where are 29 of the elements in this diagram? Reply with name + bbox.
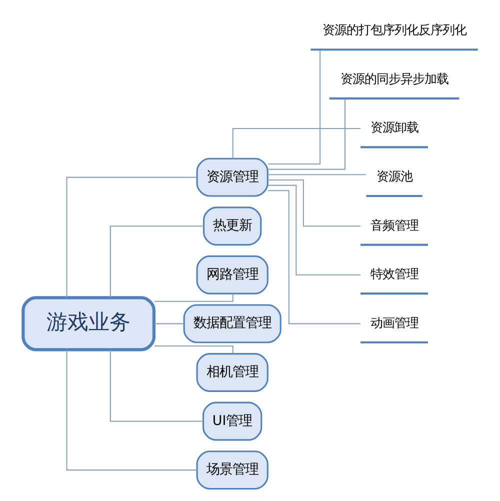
connector xyxy=(267,98,345,170)
node-text: 动画管理 xyxy=(370,314,418,330)
node-text: 音频管理 xyxy=(370,217,418,232)
node-box: 场景管理 xyxy=(196,450,268,490)
connector xyxy=(154,345,233,354)
node-box: UI管理 xyxy=(202,402,262,441)
node-text: 特效管理 xyxy=(370,266,418,282)
node-text: 资源的同步异步加载 xyxy=(340,70,448,86)
connector xyxy=(109,350,203,422)
node-box: 资源管理 xyxy=(196,158,268,197)
node-box: 热更新 xyxy=(202,206,262,246)
connector xyxy=(154,294,233,302)
node-box: 网路管理 xyxy=(196,255,268,294)
connector xyxy=(66,176,196,298)
node-text: 资源卸载 xyxy=(370,120,418,135)
connector xyxy=(267,179,360,227)
connector xyxy=(232,128,360,159)
node-box: 游戏业务 xyxy=(21,296,156,352)
connector xyxy=(267,190,360,324)
connector xyxy=(66,350,196,471)
node-text: 资源的打包序列化反序列化 xyxy=(322,22,466,38)
node-box: 数据配置管理 xyxy=(182,304,281,344)
connector xyxy=(154,323,184,324)
node-text: 资源池 xyxy=(376,168,412,184)
node-box: 相机管理 xyxy=(196,353,268,392)
connector xyxy=(109,226,204,298)
connector xyxy=(268,50,320,164)
connector xyxy=(267,174,366,176)
connector xyxy=(268,184,360,276)
